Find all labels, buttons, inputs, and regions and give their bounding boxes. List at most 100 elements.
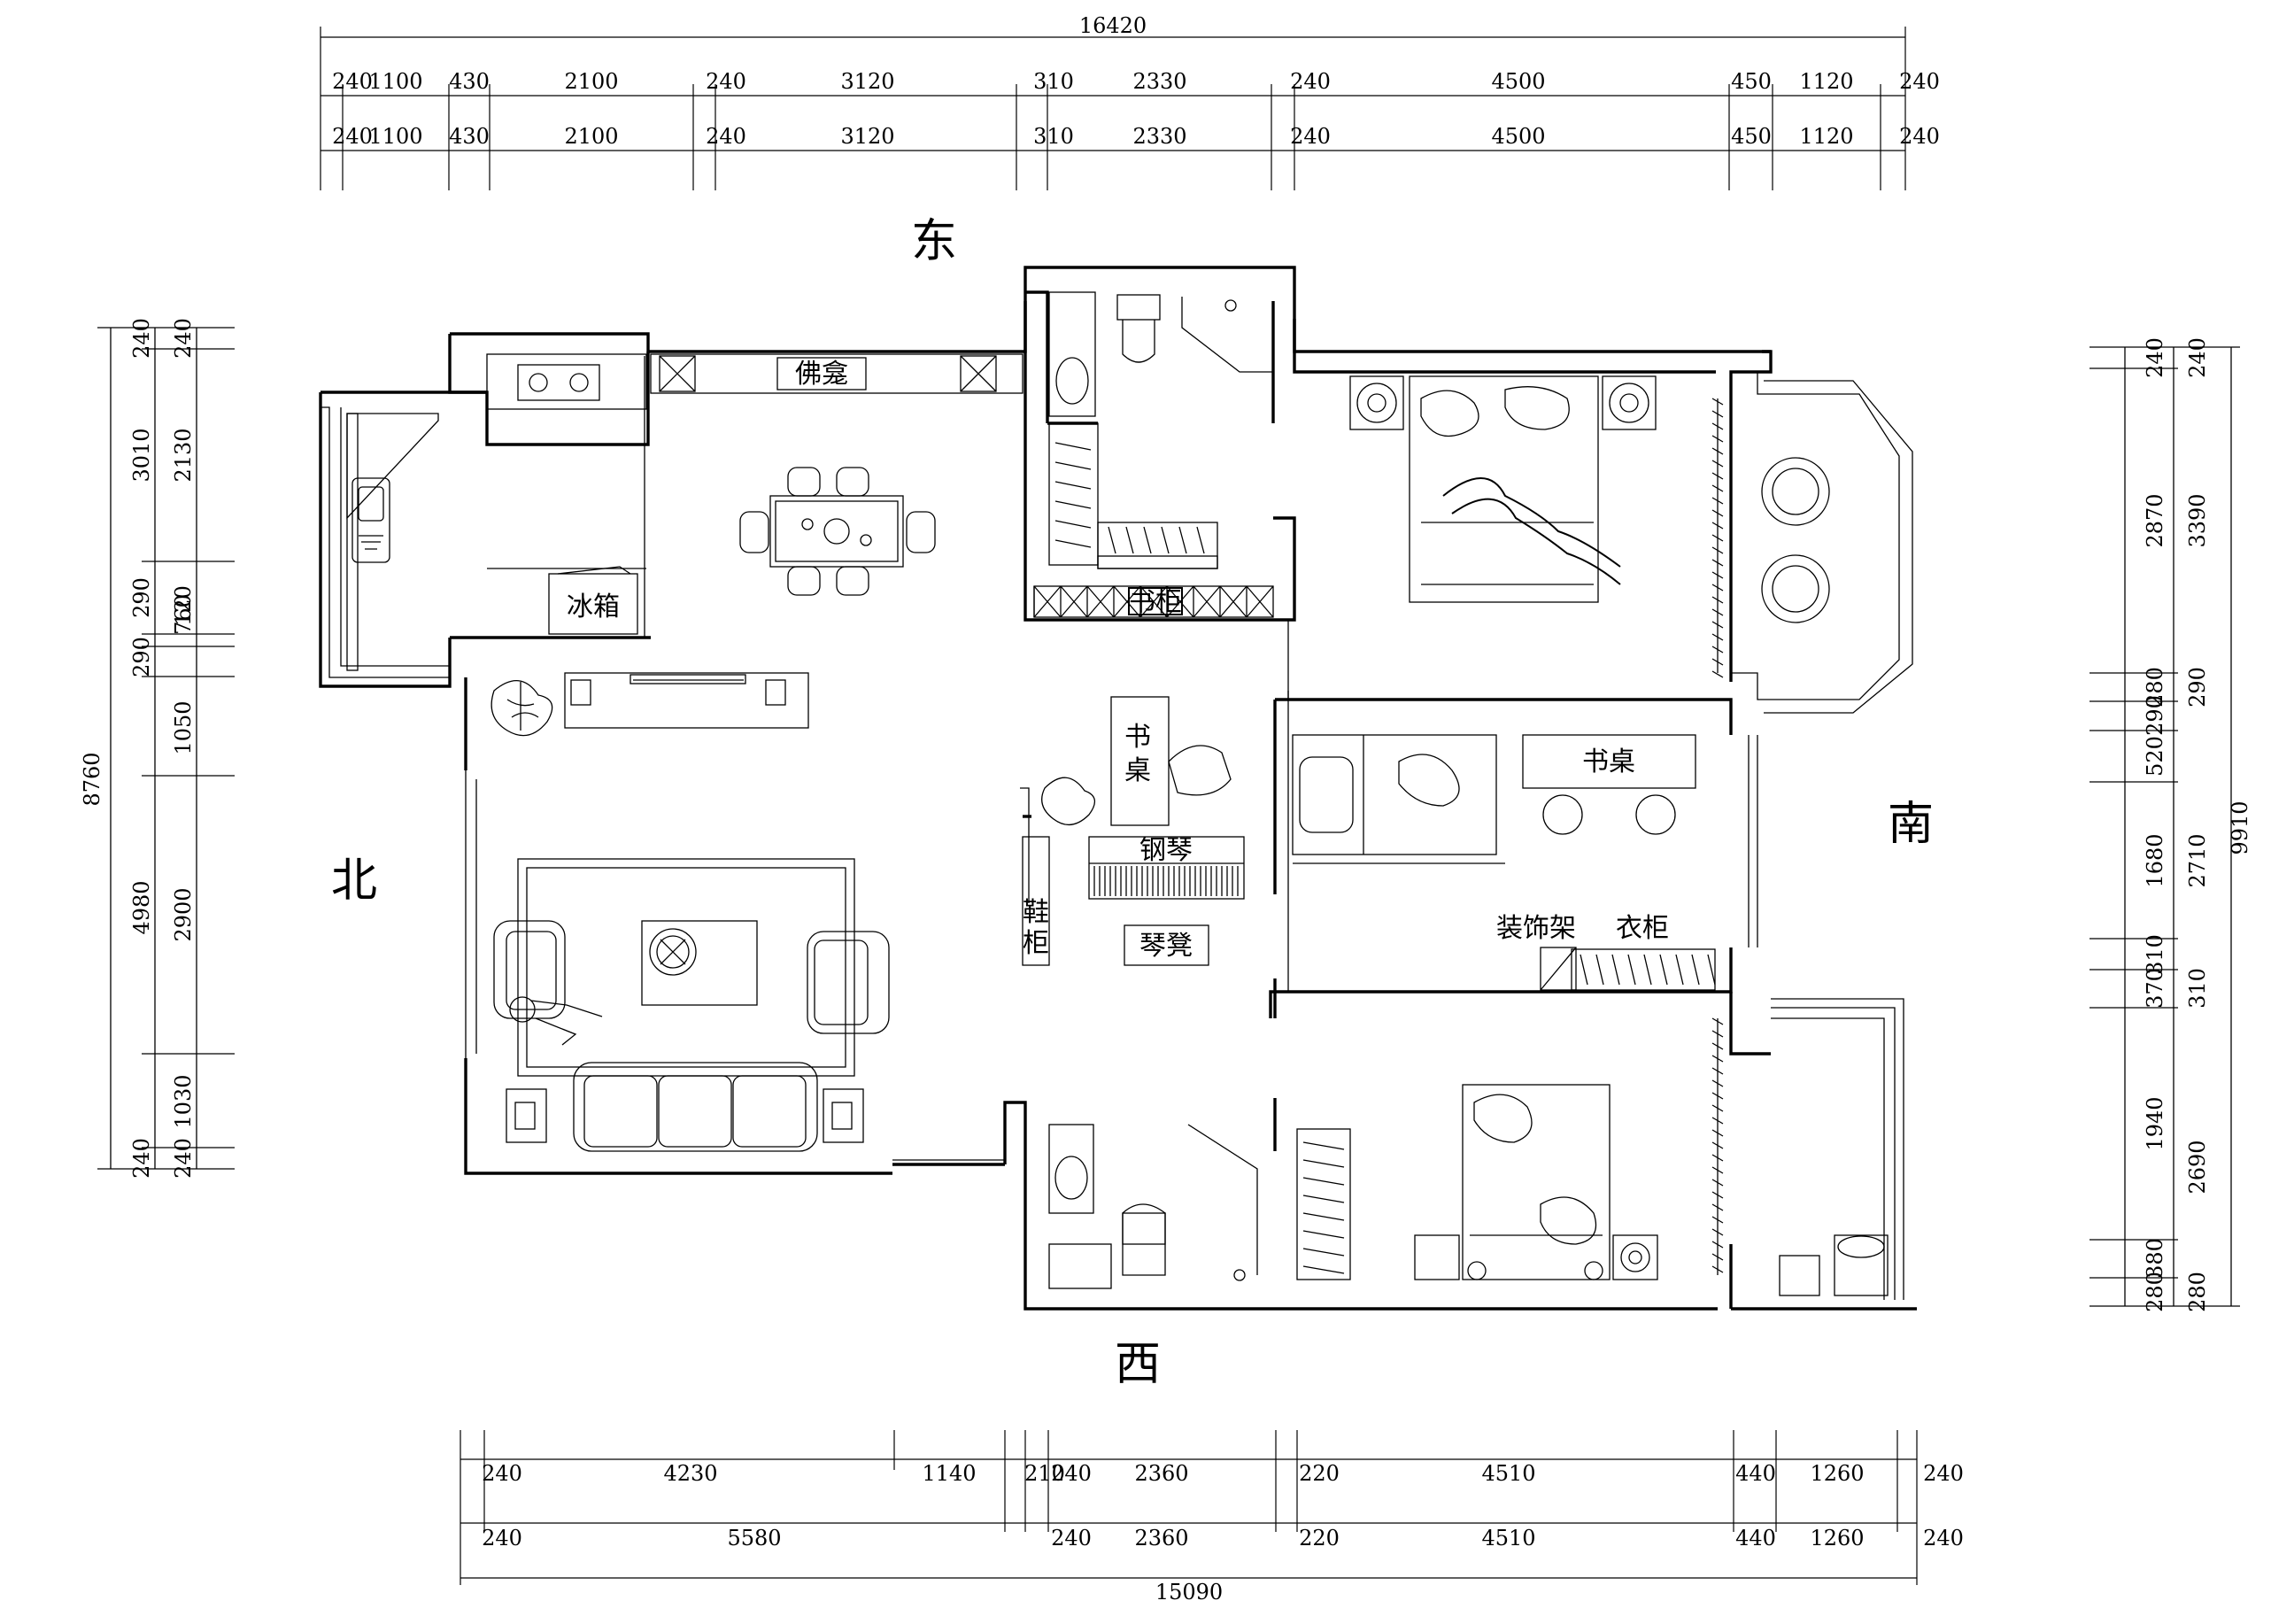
sofa: [573, 1062, 818, 1152]
dim-label: 290: [129, 577, 154, 618]
wardrobe-study: [1571, 948, 1716, 991]
shower-bottom-icon: [1233, 1269, 1246, 1281]
washing-machine: [1834, 1234, 1889, 1296]
fridge: [548, 573, 638, 635]
windows: [321, 371, 1913, 1300]
piano-bench: [1124, 924, 1209, 966]
dim-label: 240: [129, 1138, 154, 1179]
dim-label: 240: [129, 318, 154, 359]
dim-label: 4510: [1481, 1526, 1535, 1551]
dim-label: 2330: [1132, 124, 1186, 149]
dim-label: 210: [1024, 1461, 1065, 1486]
dim-label: 280: [2143, 667, 2167, 708]
dim-label: 240: [706, 124, 746, 149]
bookcase-label: 书柜: [1129, 587, 1182, 618]
dim-label: 430: [449, 69, 490, 94]
master-bedroom: [1349, 375, 1830, 678]
nightstand-b1: [1414, 1234, 1460, 1280]
toilet-icon: [1116, 294, 1161, 321]
shoe-label-bottom: 柜: [1023, 928, 1049, 959]
dim-label: 450: [1731, 69, 1772, 94]
shower-icon: [1224, 299, 1237, 312]
dim-label: 4510: [1481, 1461, 1535, 1486]
piano-label: 钢琴: [1139, 835, 1193, 866]
dim-label: 240: [332, 124, 373, 149]
nightstand-left: [1349, 375, 1404, 430]
bathroom-bottom: [1048, 1124, 1258, 1289]
dim-label: 240: [1290, 69, 1331, 94]
person-icon: [509, 996, 603, 1046]
dim-label: 2130: [171, 428, 196, 482]
dim-label: 1030: [171, 1074, 196, 1128]
dim-label: 1940: [2143, 1096, 2167, 1150]
dim-label: 4230: [663, 1461, 717, 1486]
desk-label-bottom: 桌: [1124, 755, 1151, 786]
dim-label: 5580: [727, 1526, 781, 1551]
dim-label: 240: [1051, 1461, 1092, 1486]
armchair-left: [493, 920, 566, 1019]
dim-label: 1120: [1799, 124, 1853, 149]
dim-label: 240: [1923, 1461, 1964, 1486]
dim-label: 760: [171, 594, 196, 635]
dim-label: 240: [332, 69, 373, 94]
dim-label: 240: [1051, 1526, 1092, 1551]
dim-label: 1140: [922, 1461, 976, 1486]
piano: [1088, 836, 1245, 900]
direction-south: 南: [1888, 798, 1934, 851]
dim-label: 2360: [1134, 1461, 1188, 1486]
piano-bench-label: 琴凳: [1139, 931, 1193, 962]
dining-table: [739, 467, 936, 596]
fridge-label: 冰箱: [567, 592, 620, 623]
dim-label: 240: [1899, 69, 1940, 94]
walls: [319, 266, 1917, 1311]
dim-label: 240: [1899, 124, 1940, 149]
basin-bottom-icon: [1054, 1156, 1088, 1200]
dim-label: 520: [2143, 736, 2167, 777]
dim-label: 290: [2185, 667, 2210, 708]
basin-icon: [1055, 357, 1089, 405]
coffee-table: [641, 920, 758, 1006]
plant-icon: [491, 679, 553, 737]
buddha-shrine-label: 佛龛: [795, 359, 848, 390]
bathroom-top: [1048, 291, 1273, 569]
dim-label: 280: [2143, 1272, 2167, 1312]
dim-label: 240: [706, 69, 746, 94]
master-bed: [1409, 375, 1599, 603]
double-bed: [1462, 1084, 1611, 1280]
dim-label: 290: [2143, 695, 2167, 736]
dim-label: 3390: [2185, 493, 2210, 547]
wardrobe-bottom: [1296, 1128, 1351, 1280]
dim-label: 280: [2185, 1272, 2210, 1312]
dim-label: 370: [2143, 968, 2167, 1009]
dim-label: 1050: [171, 700, 196, 754]
dim-label: 2100: [564, 69, 618, 94]
dim-label: 4500: [1491, 69, 1545, 94]
dim-label: 240: [171, 1138, 196, 1179]
dim-label: 240: [1923, 1526, 1964, 1551]
bottom-total-dim: 15090: [1155, 1580, 1223, 1605]
wardrobe-label: 衣柜: [1616, 913, 1669, 944]
left-total-dim: 8760: [80, 752, 104, 806]
dim-label: 1120: [1799, 69, 1853, 94]
living-room: [491, 672, 890, 1152]
kitchen: 冰箱: [346, 353, 647, 671]
deco-shelf: [1540, 947, 1577, 991]
lounge-chair-1: [1761, 457, 1830, 526]
dim-label: 430: [449, 124, 490, 149]
compass-labels: 东 西 南 北: [331, 215, 1934, 1391]
dim-label: 240: [2143, 337, 2167, 378]
deco-shelf-label: 装饰架: [1496, 913, 1576, 944]
dim-label: 310: [2143, 934, 2167, 975]
dining-room: 佛龛: [650, 353, 1023, 596]
kitchen-sink-icon: [351, 477, 390, 563]
hall-area: 书 桌 钢琴 琴凳 鞋 柜 书柜: [1022, 585, 1289, 966]
dim-label: 1260: [1810, 1461, 1864, 1486]
dim-label: 310: [1033, 69, 1074, 94]
dim-label: 2870: [2143, 493, 2167, 547]
desk-study: [1522, 734, 1696, 789]
desk-study-label: 书桌: [1582, 746, 1635, 777]
dim-label: 450: [1731, 124, 1772, 149]
